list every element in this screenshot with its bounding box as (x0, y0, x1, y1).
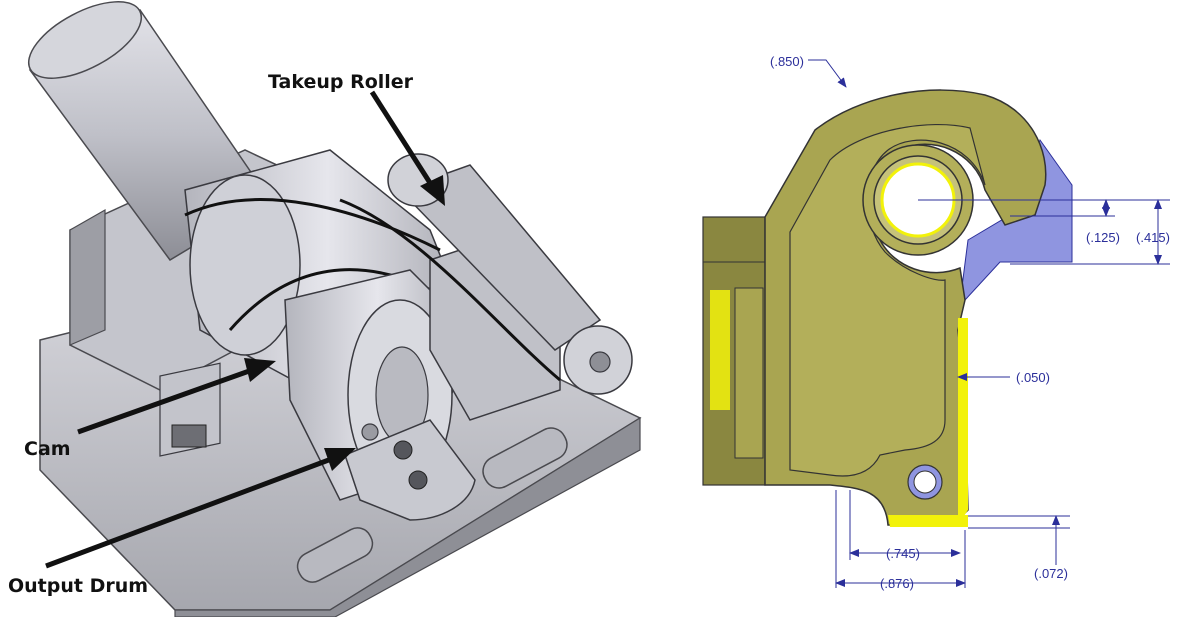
belt-upper (184, 198, 441, 252)
dim-label-125: (.125) (1086, 230, 1120, 245)
dim-850-leader (808, 59, 847, 88)
base-slot-right (482, 427, 568, 489)
dim-label-850: (.850) (770, 54, 804, 69)
part-profile-drawing (702, 89, 1073, 527)
output-drum-arrow-shaft (45, 455, 335, 569)
takeup-belt (339, 198, 561, 382)
dim-label-876: (.876) (880, 576, 914, 591)
takeup-arrow-shaft (369, 90, 435, 188)
drum-bolt (361, 423, 379, 441)
takeup-roller-hub (589, 351, 611, 373)
dimension-lines (808, 59, 1170, 588)
edge-yellow-bottom (888, 515, 968, 527)
cam-face (189, 174, 301, 356)
callout-takeup-roller: Takeup Roller (268, 71, 414, 93)
takeup-arrow-head (420, 175, 445, 206)
dim-label-050: (.050) (1016, 370, 1050, 385)
dim-label-745: (.745) (886, 546, 920, 561)
left-bracket-side (69, 208, 106, 346)
crank-plate (344, 419, 476, 521)
small-hole-inner (913, 470, 937, 494)
hub-block-highlight (710, 290, 730, 410)
cam-arrow-shaft (77, 367, 253, 435)
cam-arrow-head (244, 358, 276, 382)
callout-arrows (45, 90, 445, 569)
crank-nut-2 (408, 470, 428, 490)
adjust-screw (171, 424, 207, 448)
base-plate-front (174, 416, 641, 617)
dim-label-072: (.072) (1034, 566, 1068, 581)
callout-cam: Cam (24, 438, 71, 460)
output-drum-arrow-head (324, 448, 356, 471)
edge-yellow-highlight (958, 318, 968, 525)
motor-end-cap (27, 1, 143, 79)
mechanism-illustration (27, 1, 642, 617)
hub-block-inner (734, 287, 764, 459)
callout-output-drum: Output Drum (8, 575, 148, 597)
crank-nut-1 (393, 440, 413, 460)
dim-label-415: (.415) (1136, 230, 1170, 245)
base-slot-left (296, 527, 374, 583)
